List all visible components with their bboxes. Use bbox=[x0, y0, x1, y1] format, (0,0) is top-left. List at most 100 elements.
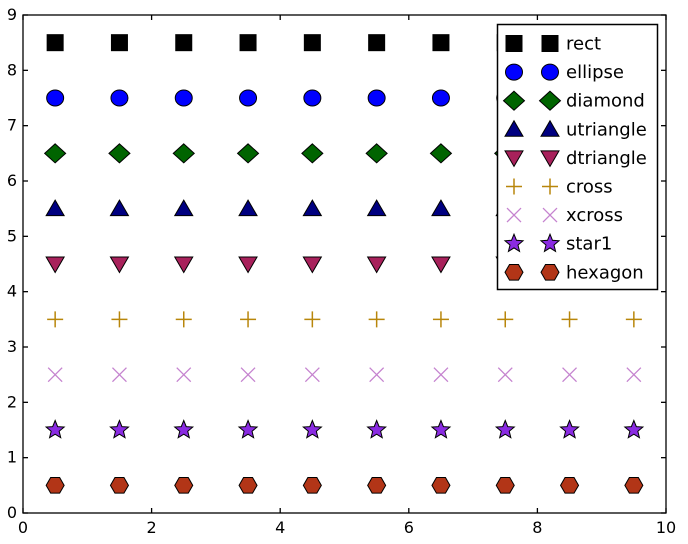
marker-star1 bbox=[366, 419, 387, 439]
y-axis-tick-label: 0 bbox=[7, 503, 17, 522]
x-axis-tick-label: 6 bbox=[404, 518, 414, 537]
marker-star1 bbox=[237, 419, 259, 439]
legend-label: diamond bbox=[566, 91, 645, 112]
marker-hexagon bbox=[559, 477, 580, 494]
marker-rect bbox=[432, 34, 450, 52]
y-axis-tick-label: 3 bbox=[7, 337, 17, 356]
legend-label: ellipse bbox=[566, 62, 624, 83]
marker-dtriangle bbox=[109, 256, 130, 274]
x-axis-tick-label: 2 bbox=[147, 518, 157, 537]
y-axis-tick-label: 7 bbox=[7, 116, 17, 135]
y-axis-tick-label: 1 bbox=[7, 448, 17, 467]
legend-label: dtriangle bbox=[566, 148, 647, 169]
marker-xcross bbox=[369, 367, 385, 383]
marker-xcross bbox=[304, 367, 320, 383]
series-cross bbox=[47, 311, 642, 328]
marker-diamond bbox=[301, 143, 324, 164]
legend-entry-cross: cross bbox=[506, 177, 613, 198]
marker-diamond bbox=[538, 90, 562, 111]
x-axis-tick-label: 8 bbox=[532, 518, 542, 537]
legend-label: cross bbox=[566, 177, 613, 198]
marker-star1 bbox=[109, 419, 130, 439]
marker-hexagon bbox=[302, 477, 322, 494]
x-axis-tick-label: 0 bbox=[18, 518, 28, 537]
marker-xcross bbox=[626, 367, 642, 383]
marker-ellipse bbox=[46, 89, 65, 107]
marker-cross bbox=[240, 311, 257, 328]
marker-xcross bbox=[542, 207, 558, 223]
legend-label: utriangle bbox=[566, 119, 647, 140]
marker-utriangle bbox=[109, 199, 130, 217]
marker-hexagon bbox=[238, 477, 258, 494]
marker-star1 bbox=[173, 419, 195, 439]
marker-utriangle bbox=[366, 199, 387, 217]
marker-star1 bbox=[623, 419, 645, 439]
marker-dtriangle bbox=[431, 256, 451, 274]
legend-entry-dtriangle: dtriangle bbox=[504, 148, 647, 169]
marker-dtriangle bbox=[238, 256, 258, 274]
marker-rect bbox=[239, 34, 257, 52]
marker-star1 bbox=[430, 419, 452, 439]
marker-hexagon bbox=[504, 264, 524, 281]
marker-hexagon bbox=[174, 477, 194, 494]
marker-xcross bbox=[562, 367, 578, 383]
marker-dtriangle bbox=[173, 256, 194, 274]
y-axis-tick-label: 4 bbox=[7, 282, 17, 301]
marker-xcross bbox=[240, 367, 256, 383]
marker-xcross bbox=[433, 367, 449, 383]
marker-cross bbox=[497, 311, 514, 328]
legend-entry-xcross: xcross bbox=[506, 205, 623, 226]
marker-star1 bbox=[44, 419, 66, 439]
marker-ellipse bbox=[541, 63, 559, 81]
marker-dtriangle bbox=[504, 150, 524, 168]
marker-hexagon bbox=[495, 477, 515, 494]
marker-star1 bbox=[494, 419, 516, 439]
plot-border bbox=[22, 14, 667, 514]
marker-diamond bbox=[172, 143, 195, 164]
marker-diamond bbox=[429, 143, 453, 164]
marker-hexagon bbox=[109, 477, 130, 494]
marker-xcross bbox=[506, 207, 522, 223]
marker-rect bbox=[505, 35, 523, 52]
legend-entry-star1: star1 bbox=[503, 232, 612, 255]
marker-hexagon bbox=[624, 477, 644, 494]
marker-cross bbox=[561, 311, 578, 328]
y-axis-tick-label: 9 bbox=[7, 5, 17, 24]
marker-rect bbox=[368, 34, 386, 52]
marker-rect bbox=[175, 34, 193, 52]
marker-cross bbox=[175, 311, 192, 328]
marker-rect bbox=[46, 34, 64, 52]
marker-dtriangle bbox=[45, 256, 66, 274]
y-axis-tick-label: 6 bbox=[7, 171, 17, 190]
marker-xcross bbox=[176, 367, 192, 383]
marker-ellipse bbox=[239, 89, 258, 107]
x-axis-tick-label: 10 bbox=[656, 518, 676, 537]
legend-entry-diamond: diamond bbox=[502, 90, 645, 112]
marker-cross bbox=[625, 311, 642, 328]
marker-diamond bbox=[502, 90, 526, 111]
marker-diamond bbox=[43, 143, 67, 164]
marker-ellipse bbox=[110, 89, 129, 107]
legend-label: hexagon bbox=[566, 262, 644, 283]
marker-dtriangle bbox=[366, 256, 387, 274]
marker-star1 bbox=[302, 419, 323, 439]
legend-label: rect bbox=[566, 34, 601, 55]
marker-rect bbox=[541, 35, 559, 52]
legend-box bbox=[496, 23, 659, 291]
x-axis-tick-label: 4 bbox=[275, 518, 285, 537]
marker-diamond bbox=[365, 143, 388, 164]
marker-utriangle bbox=[540, 119, 560, 137]
legend-label: star1 bbox=[566, 234, 612, 255]
series-star1 bbox=[44, 419, 645, 439]
series-xcross bbox=[47, 367, 642, 383]
legend-label: xcross bbox=[566, 205, 623, 226]
marker-utriangle bbox=[238, 199, 258, 217]
legend: rect ellipse diamond utriangle dtriangle cros… bbox=[496, 23, 659, 291]
marker-dtriangle bbox=[540, 150, 560, 168]
series-hexagon bbox=[45, 477, 644, 494]
marker-star1 bbox=[559, 419, 580, 439]
marker-rect bbox=[303, 34, 321, 52]
marker-hexagon bbox=[431, 477, 451, 494]
